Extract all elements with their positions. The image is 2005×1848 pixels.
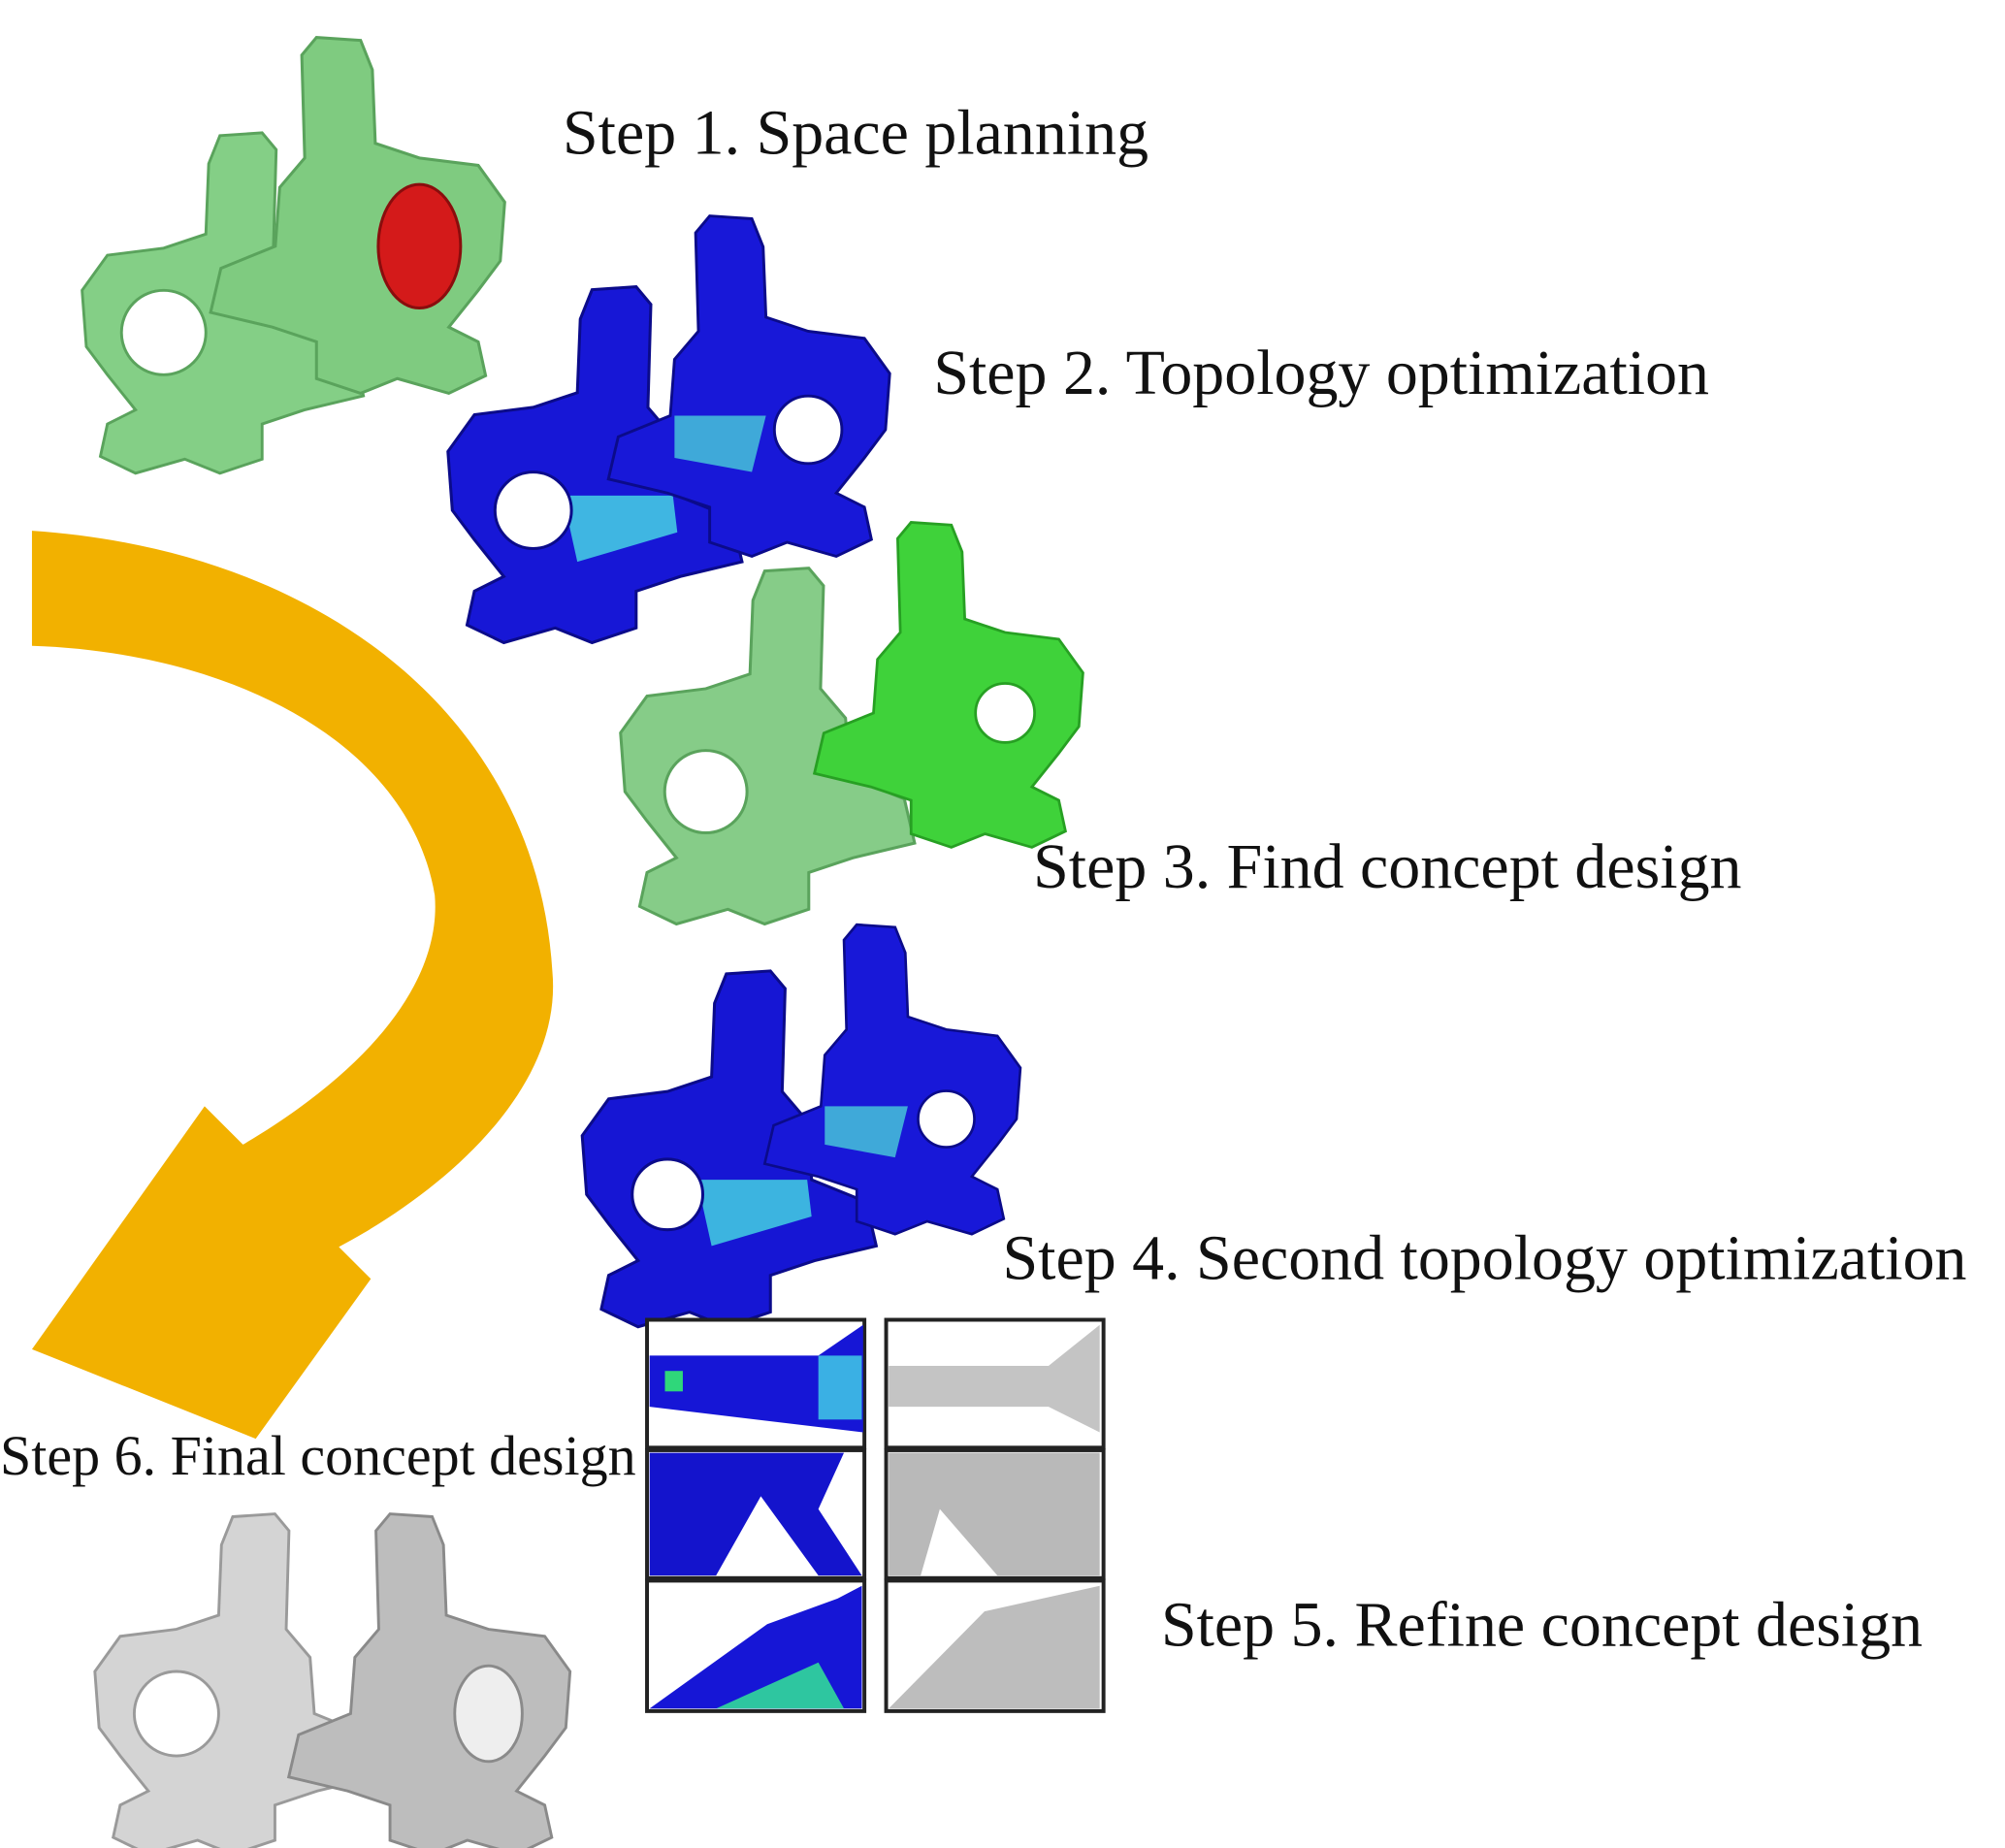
step5-detail-grid	[645, 1317, 1106, 1713]
step3-knuckle-left	[619, 567, 917, 926]
detail-fe-1	[645, 1317, 867, 1450]
step6-knuckle-right	[287, 1512, 572, 1848]
detail-gray-3	[884, 1578, 1106, 1713]
step1-knuckle-right	[209, 36, 506, 395]
step3-label: Step 3. Find concept design	[1033, 831, 1741, 902]
step1-knuckle-left	[81, 131, 366, 475]
step3-knuckle-right	[813, 521, 1084, 849]
step2-knuckle-right	[606, 214, 891, 558]
step4-knuckle-left	[580, 969, 878, 1329]
step5-label: Step 5. Refine concept design	[1161, 1590, 1923, 1661]
step1-label: Step 1. Space planning	[563, 97, 1148, 168]
step2-knuckle-left	[446, 285, 744, 645]
step6-knuckle-left	[93, 1512, 378, 1848]
detail-fe-2	[645, 1447, 867, 1580]
step4-knuckle-right	[762, 923, 1022, 1236]
step6-label: Step 6. Final concept design	[0, 1424, 636, 1487]
detail-gray-1	[884, 1317, 1106, 1450]
step2-label: Step 2. Topology optimization	[933, 338, 1709, 408]
detail-gray-2	[884, 1447, 1106, 1580]
detail-fe-3	[645, 1578, 867, 1713]
process-arrow	[31, 531, 554, 1440]
step4-label: Step 4. Second topology optimization	[1003, 1222, 1967, 1293]
